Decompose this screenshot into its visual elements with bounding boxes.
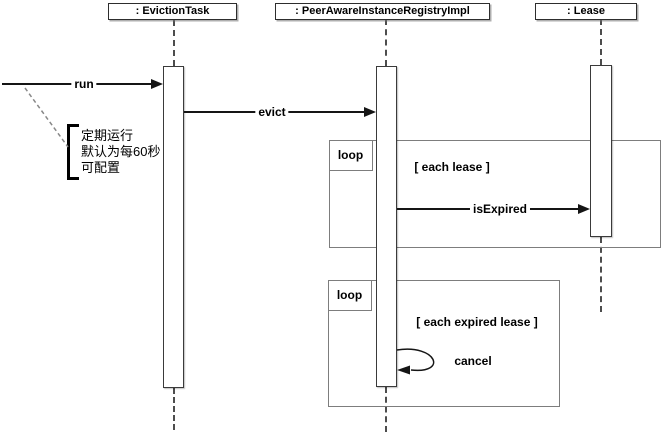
isexpired-arrowhead-icon <box>578 204 590 214</box>
lifeline-registry-bottom <box>385 387 387 432</box>
guard-each-lease: [ each lease ] <box>414 160 490 174</box>
note-line: 可配置 <box>81 160 121 175</box>
actor-eviction-task: : EvictionTask <box>108 3 237 20</box>
loop-fragment-each-expired-lease: loop <box>327 279 560 407</box>
guard-each-expired-lease: [ each expired lease ] <box>416 315 538 329</box>
note-anchor-dashed-line <box>24 87 69 148</box>
activation-bar-registry <box>376 66 397 387</box>
loop-operator-label: loop <box>328 139 373 171</box>
lifeline-lease-bottom <box>600 237 602 312</box>
activation-bar-eviction-task <box>163 66 184 388</box>
loop-fragment-each-lease: loop <box>328 139 661 248</box>
lifeline-lease-top <box>600 19 602 65</box>
note-line: 默认为每60秒 <box>81 144 161 159</box>
isexpired-message-label: isExpired <box>469 202 531 216</box>
loop-operator-label: loop <box>327 279 372 311</box>
evict-message-label: evict <box>255 105 289 119</box>
lifeline-eviction-task-top <box>173 20 175 66</box>
run-arrowhead-icon <box>151 79 163 89</box>
evict-arrowhead-icon <box>364 107 376 117</box>
activation-bar-lease <box>590 65 612 237</box>
run-message-label: run <box>71 77 97 91</box>
actor-peer-aware-instance-registry-impl: : PeerAwareInstanceRegistryImpl <box>275 3 490 20</box>
note-bracket-icon <box>67 124 79 180</box>
lifeline-registry-top <box>385 19 387 66</box>
cancel-message-label: cancel <box>454 354 492 368</box>
note-text: 定期运行 默认为每60秒 可配置 <box>81 128 160 176</box>
lifeline-eviction-task-bottom <box>173 388 175 430</box>
note-line: 定期运行 <box>81 128 134 143</box>
actor-lease: : Lease <box>535 3 637 20</box>
